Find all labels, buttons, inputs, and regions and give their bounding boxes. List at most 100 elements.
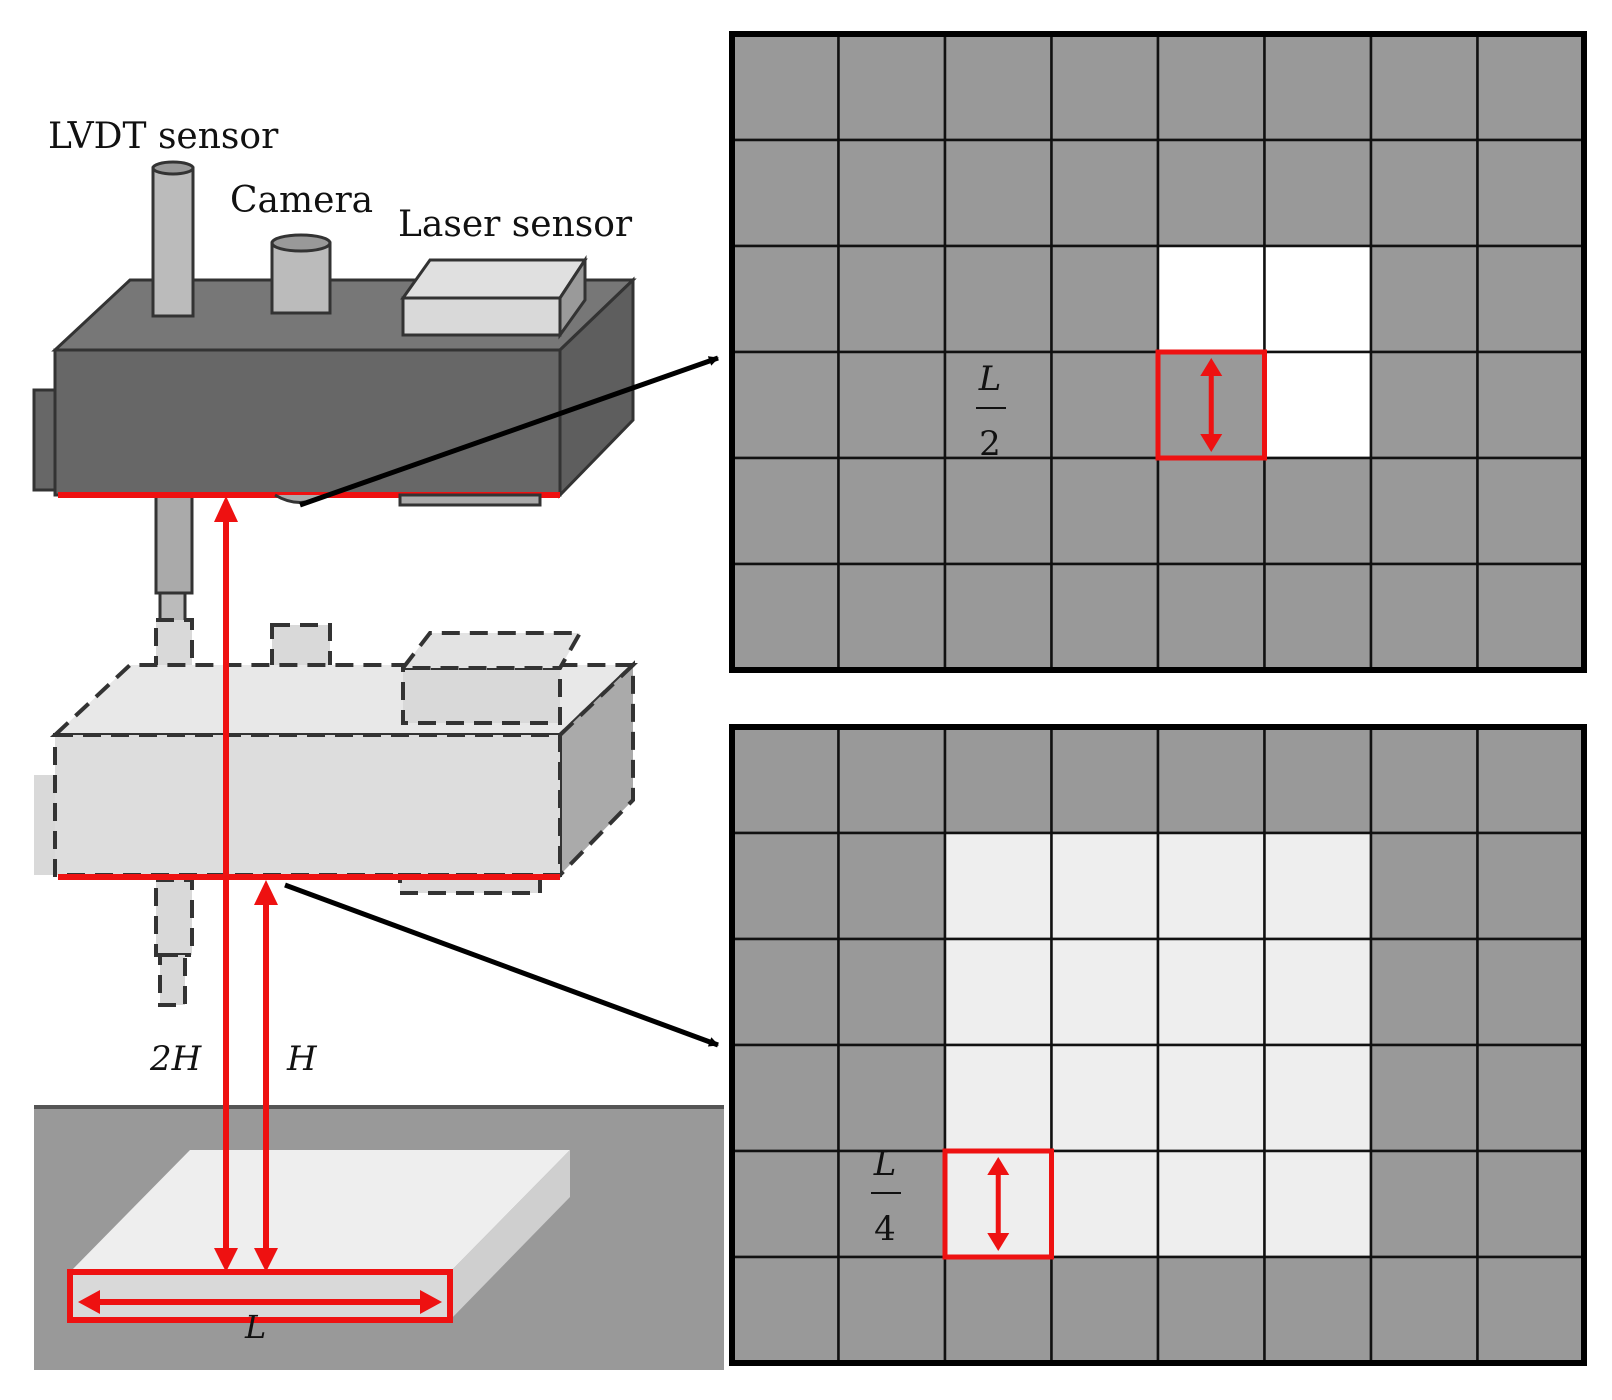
grid-cell [837,725,947,835]
grid-cell [1476,456,1586,566]
grid-cell [1369,350,1479,460]
pointer-arrow-bottom [284,882,719,1048]
grid-cell [943,725,1053,835]
cell-size-outline [942,1148,1054,1260]
camera-label: Camera [230,180,373,221]
laser-sensor [400,254,588,340]
distance-arrows [214,496,278,1272]
grid-cell [730,138,840,248]
grid-cell [1050,138,1160,248]
pointer-arrow-top [299,355,719,508]
grid-cell-highlighted [1156,831,1266,941]
grid-cell [1369,831,1479,941]
grid-cell [1050,562,1160,672]
quarter-numerator: L [873,1144,897,1184]
grid-cell [837,1255,947,1365]
cell-size-arrow [987,1157,1010,1251]
plate-length-marker [67,1269,453,1323]
laser-label: Laser sensor [398,204,633,245]
grid-cell [837,456,947,566]
grid-cell [1369,562,1479,672]
grid-cell [1476,138,1586,248]
grid-cell [1263,32,1373,142]
half-numerator: L [978,359,1002,399]
grid-cell [1369,725,1479,835]
grid-cell [837,244,947,354]
grid-cell [1263,725,1373,835]
grid-cell [1476,831,1586,941]
sensor-unit-lower [34,618,638,1007]
grid-cell [730,937,840,1047]
grid-cell [1156,32,1266,142]
grid-bottom [729,724,1587,1366]
grid-cell [1476,1255,1586,1365]
grid-cell [1369,1255,1479,1365]
grid-cell [1263,138,1373,248]
grid-cell [730,1255,840,1365]
half-fraction-label: L 2 [976,359,1006,464]
grid-frame [729,31,1587,673]
grid-cell [1050,32,1160,142]
quarter-denominator: 4 [874,1209,896,1249]
grid-cell [943,244,1053,354]
grid-cell-highlighted [1050,1043,1160,1153]
grid-cell [1263,1255,1373,1365]
grid-cell [730,32,840,142]
grid-cell-highlighted [1263,350,1373,460]
grid-cell-highlighted [1156,1043,1266,1153]
lvdt-label: LVDT sensor [48,116,279,157]
grid-cell-highlighted [1263,1149,1373,1259]
grid-cell [1050,456,1160,566]
grid-cell-highlighted [1263,937,1373,1047]
grid-cell-highlighted [1050,1149,1160,1259]
grid-cell [1476,32,1586,142]
camera-sensor [270,233,332,315]
quarter-fraction-label: L 4 [871,1144,901,1249]
grid-cell-highlighted [1263,1043,1373,1153]
grid-cell [1263,456,1373,566]
grid-cell [837,1043,947,1153]
grid-cell [1476,1043,1586,1153]
grid-cell [1156,725,1266,835]
grid-cell [1369,456,1479,566]
grid-cell-highlighted [1156,244,1266,354]
grid-cell [943,1255,1053,1365]
grid-cell [1369,1149,1479,1259]
lvdt-sensor [151,160,195,318]
grid-cell [1369,937,1479,1047]
grid-cell [943,456,1053,566]
grid-cell-highlighted [1050,831,1160,941]
grid-cell-highlighted [943,1043,1053,1153]
grid-cell [1369,244,1479,354]
grid-cell [837,562,947,672]
grid-cell [1156,1255,1266,1365]
grid-cell-highlighted [1050,937,1160,1047]
grid-cell [1156,456,1266,566]
grid-cell [837,138,947,248]
grid-cell [1476,1149,1586,1259]
grid-cell [1369,32,1479,142]
grid-cell [837,350,947,460]
grid-cell-highlighted [943,831,1053,941]
grid-cell [1050,350,1160,460]
cell-size-arrow [1200,358,1223,452]
grid-cell [1476,937,1586,1047]
grid-cell [730,562,840,672]
grid-cell-highlighted [943,937,1053,1047]
grid-cell [837,32,947,142]
grid-cell [730,831,840,941]
grid-frame [729,724,1587,1366]
grid-cell [837,831,947,941]
l-label: L [244,1308,266,1346]
grid-cell [837,1149,947,1259]
grid-cell [1476,244,1586,354]
grid-cell [1050,1255,1160,1365]
grid-cell-highlighted [1263,831,1373,941]
grid-cell [730,244,840,354]
h-label: H [286,1039,318,1079]
grid-cell [1476,725,1586,835]
grid-cell-highlighted [1263,244,1373,354]
grid-cell-highlighted [1156,1149,1266,1259]
grid-cell [730,725,840,835]
